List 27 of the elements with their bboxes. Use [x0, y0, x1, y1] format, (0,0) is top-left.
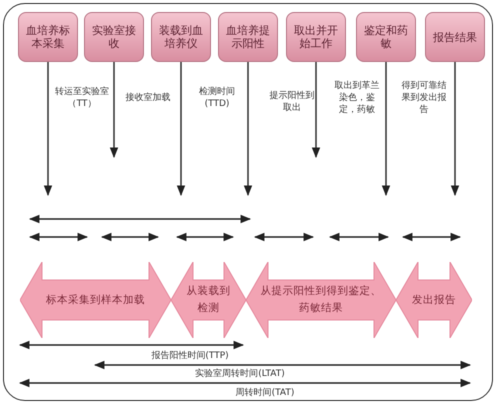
arrow: [110, 62, 118, 158]
arrow: [450, 62, 460, 196]
double-arrow-band: 标本采集到样本加载: [20, 262, 171, 338]
double-arrow-band: 从装载到检测: [171, 262, 246, 338]
double-arrow-band: 从提示阳性到得到鉴定、药敏结果: [246, 262, 396, 338]
arrow: [382, 62, 390, 196]
stage-box: 鉴定和药敏: [356, 12, 416, 62]
stage-box: 血培养标本采集: [18, 12, 78, 62]
stage-box: 实验室接收: [84, 12, 144, 62]
interval-label: 报告阳性时间(TTP): [150, 350, 230, 362]
arrow: [312, 62, 320, 158]
interval-label: 得到可靠结果到发出报告: [400, 80, 448, 116]
interval-label: 取出到革兰染色，鉴定，药敏: [334, 80, 380, 116]
interval-label: 检测时间 (TTD): [198, 86, 236, 110]
interval-label: 转运至实验室（TT）: [54, 86, 110, 110]
interval-label: 实验室周转时间(LTAT): [194, 368, 286, 380]
stage-box: 血培养提示阳性: [218, 12, 278, 62]
stage-box: 报告结果: [425, 12, 485, 62]
stage-box: 取出并开始工作: [286, 12, 346, 62]
arrow: [244, 62, 252, 196]
arrow: [44, 62, 52, 196]
interval-label: 提示阳性到取出: [268, 90, 316, 114]
stage-box: 装载到血培养仪: [151, 12, 211, 62]
arrow: [176, 62, 186, 196]
interval-label: 接收室加载: [124, 92, 172, 104]
double-arrow-band: 发出报告: [396, 262, 472, 338]
interval-label: 周转时间(TAT): [234, 387, 296, 399]
